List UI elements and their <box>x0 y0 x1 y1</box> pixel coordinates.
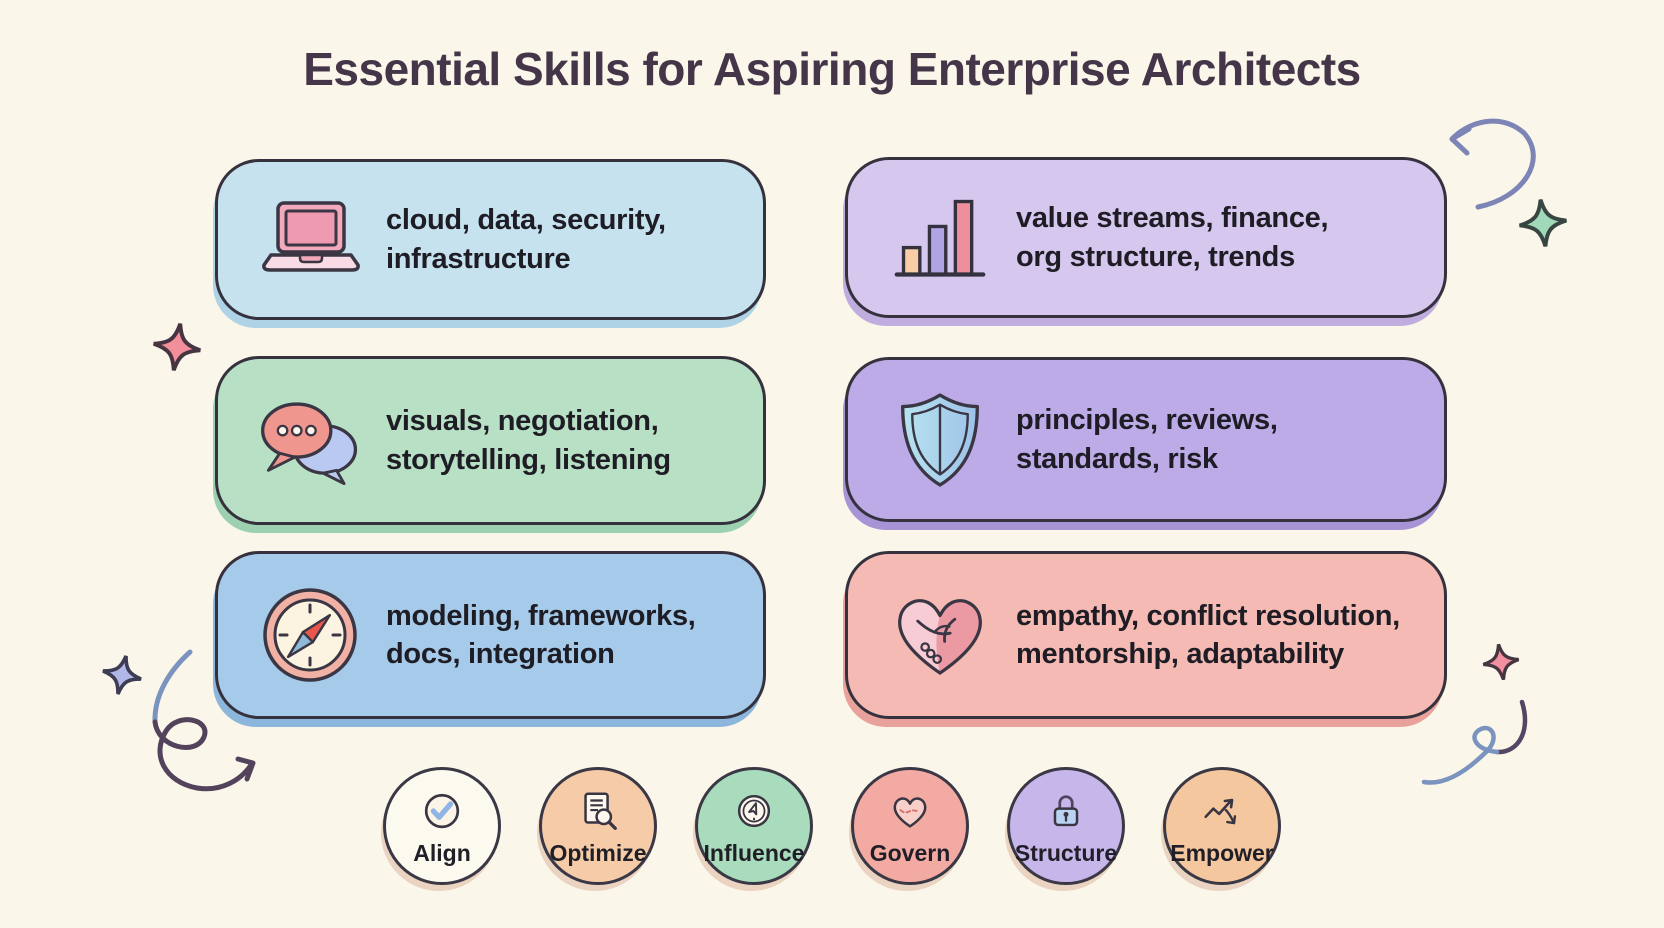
document-search-icon <box>584 792 617 830</box>
badge-label: Align <box>413 840 471 866</box>
page-title: Essential Skills for Aspiring Enterprise… <box>303 43 1361 95</box>
skill-card: empathy, conflict resolution, mentorship… <box>845 551 1447 719</box>
card-text-line: principles, reviews, <box>1016 404 1278 437</box>
handshake-heart-icon <box>884 588 996 682</box>
card-text-line: visuals, negotiation, <box>386 405 659 438</box>
badge-influence: Influence <box>695 767 813 885</box>
card-text-line: org structure, trends <box>1016 240 1295 273</box>
badge-label: Optimize <box>549 840 647 866</box>
badge-align: Align <box>383 767 501 885</box>
badge-govern: Govern <box>851 767 969 885</box>
sparkle-icon <box>148 318 206 376</box>
card-text: cloud, data, security, infrastructure <box>386 201 666 278</box>
card-text: empathy, conflict resolution, mentorship… <box>1016 597 1400 674</box>
check-circle-icon <box>424 793 460 829</box>
card-text-line: modeling, frameworks, <box>386 599 696 632</box>
sparkle-icon <box>1515 195 1571 251</box>
curved-arrow-icon <box>1449 118 1536 210</box>
skill-card: value streams, finance, org structure, t… <box>845 157 1447 318</box>
sparkle-icon <box>1479 640 1523 684</box>
skill-card: modeling, frameworks, docs, integration <box>215 551 766 719</box>
skill-card: principles, reviews, standards, risk <box>845 357 1447 522</box>
compass-icon <box>254 586 366 684</box>
trend-arrows-icon <box>1204 798 1237 825</box>
heart-icon <box>893 797 927 828</box>
card-text-line: infrastructure <box>386 242 571 275</box>
gauge-arrow-icon <box>737 794 771 828</box>
padlock-icon <box>1053 795 1079 827</box>
card-text-line: standards, risk <box>1016 442 1218 475</box>
card-text: value streams, finance, org structure, t… <box>1016 199 1329 276</box>
card-text-line: mentorship, adaptability <box>1016 638 1344 670</box>
card-text: visuals, negotiation, storytelling, list… <box>386 402 671 479</box>
bar-chart-icon <box>884 192 996 284</box>
curl-line-icon <box>1421 699 1528 785</box>
badge-label: Govern <box>869 840 951 866</box>
sparkle-icon <box>97 650 147 700</box>
card-text-line: value streams, finance, <box>1016 202 1329 235</box>
chat-bubbles-icon <box>254 394 366 488</box>
badge-label: Structure <box>1014 840 1118 866</box>
badge-label: Influence <box>703 840 805 866</box>
card-text: principles, reviews, standards, risk <box>1016 401 1278 478</box>
card-text-line: docs, integration <box>386 638 615 670</box>
badge-optimize: Optimize <box>539 767 657 885</box>
card-text-line: storytelling, listening <box>386 443 671 476</box>
badge-structure: Structure <box>1007 767 1125 885</box>
badge-empower: Empower <box>1163 767 1281 885</box>
card-text: modeling, frameworks, docs, integration <box>386 597 696 674</box>
skill-card: visuals, negotiation, storytelling, list… <box>215 356 766 525</box>
skill-card: cloud, data, security, infrastructure <box>215 159 766 320</box>
card-text-line: empathy, conflict resolution, <box>1016 599 1400 632</box>
laptop-icon <box>254 199 366 281</box>
shield-icon <box>884 390 996 490</box>
card-text-line: cloud, data, security, <box>386 204 666 237</box>
badge-label: Empower <box>1170 840 1274 866</box>
